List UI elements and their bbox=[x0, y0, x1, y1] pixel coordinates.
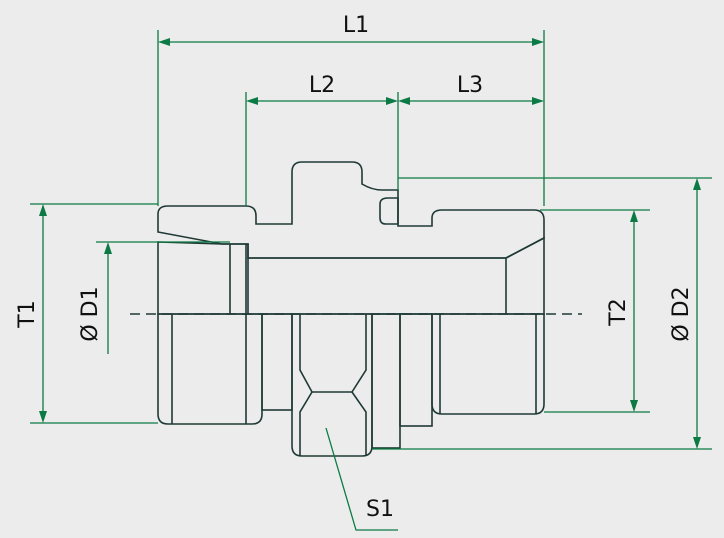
label-l1: L1 bbox=[343, 13, 369, 38]
section-upper-half bbox=[157, 161, 545, 315]
thread-right bbox=[431, 313, 545, 415]
hex-nut bbox=[291, 313, 373, 457]
label-l2: L2 bbox=[309, 73, 335, 98]
label-t2: T2 bbox=[606, 298, 631, 326]
label-l3: L3 bbox=[457, 73, 483, 98]
dimension-lines bbox=[30, 30, 712, 531]
bore bbox=[157, 236, 545, 315]
oring-groove bbox=[379, 197, 399, 225]
label-d1: Ø D1 bbox=[78, 286, 103, 341]
label-t1: T1 bbox=[15, 300, 40, 328]
label-s1: S1 bbox=[366, 497, 394, 522]
exterior-lower-half bbox=[157, 313, 545, 457]
label-d2: Ø D2 bbox=[669, 286, 694, 341]
body-section-hatch bbox=[157, 161, 545, 259]
thread-left bbox=[157, 313, 263, 425]
